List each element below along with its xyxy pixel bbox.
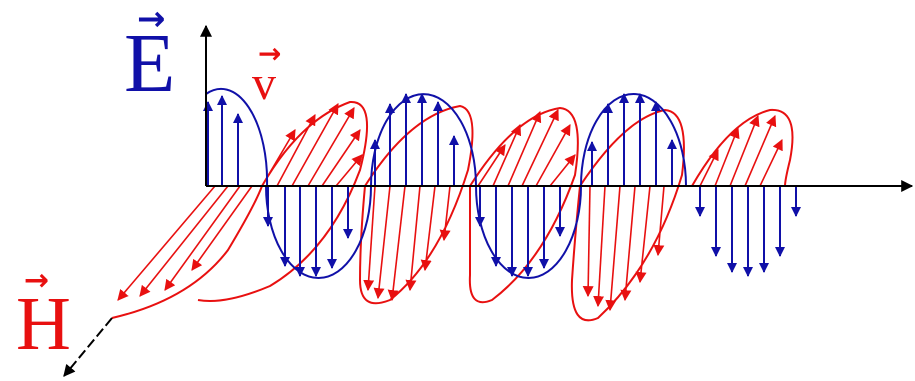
magnetic-field-arrow [307,107,355,187]
magnetic-lobe [468,106,579,304]
electric-lobe [475,185,582,279]
magnetic-field-arrow [117,185,216,301]
electric-lobe [265,185,372,279]
magnetic-field-arrow [321,129,361,187]
magnetic-field-arrow [291,103,339,187]
magnetic-field-arrow [620,185,636,302]
magnetic-lobe [197,100,369,303]
magnetic-field-arrow [582,185,594,298]
magnetic-field-arrow [191,185,253,271]
magnetic-field-arrow [635,185,651,284]
electric-lobe [580,93,687,187]
magnetic-field-arrow [714,126,740,187]
magnetic-field-arrow [593,185,606,308]
magnetic-field-arrow [405,185,421,292]
magnetic-field-arrow [507,110,542,187]
magnetic-field-label: H [16,282,71,366]
magnetic-field-arrow [363,185,376,292]
magnetic-field-arrow [420,185,436,272]
magnetic-lobe [111,185,263,319]
magnetic-field-arrow [373,185,391,300]
magnetic-field-arrow [521,109,559,187]
electric-lobe [370,93,477,187]
magnetic-field-arrow [492,123,522,187]
magnetic-lobe [358,104,474,305]
magnetic-field-arrow [477,144,506,187]
electric-lobe [205,87,269,187]
magnetic-field-arrow [387,185,406,302]
magnetic-field-wave [111,100,794,322]
magnetic-field-arrow [439,185,451,242]
magnetic-field-arrow [729,114,760,187]
magnetic-field-arrow [605,185,621,312]
coordinate-axes [63,24,914,377]
velocity-vector-arrow: → [258,37,282,70]
magnetic-field-arrow [535,124,571,187]
magnetic-field-arrow [759,139,783,187]
electric-field-label: E [124,17,176,110]
magnetic-field-arrow [549,154,576,187]
magnetic-field-arrow [699,149,719,187]
magnetic-axis [63,317,113,377]
magnetic-field-arrow [164,185,241,291]
magnetic-vector-arrow: → [24,263,50,298]
magnetic-field-arrow [139,185,229,297]
velocity-label: v [252,57,276,110]
magnetic-lobe [691,108,794,187]
electric-vector-arrow: → [137,0,166,39]
magnetic-field-arrow [335,154,363,187]
electric-field-wave [203,87,801,279]
magnetic-field-arrow [744,114,777,187]
magnetic-field-arrow [653,185,665,257]
magnetic-field-arrow [276,114,316,187]
